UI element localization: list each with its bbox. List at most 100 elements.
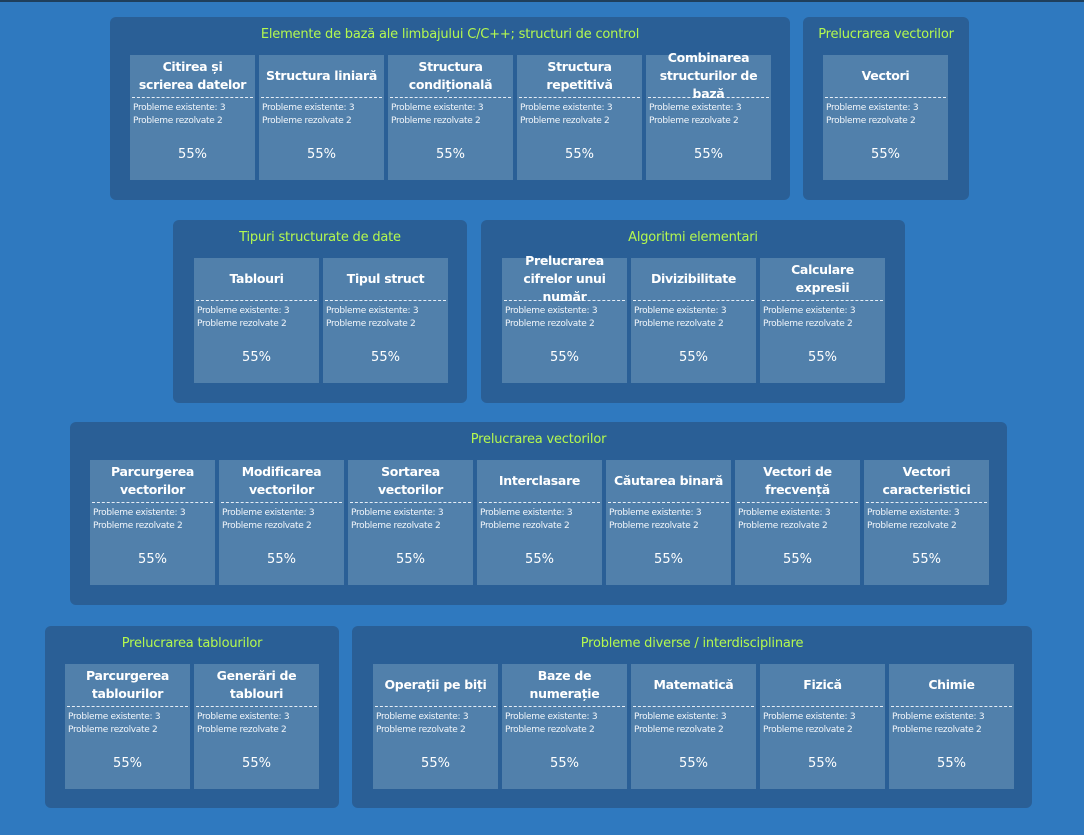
existing-problems-label: Probleme existente: bbox=[391, 103, 478, 113]
existing-problems-line: Probleme existente: 3 bbox=[133, 102, 252, 115]
solved-problems-line: Probleme rezolvate 2 bbox=[649, 115, 768, 128]
progress-percent: 55% bbox=[654, 552, 683, 567]
card-title[interactable]: Fizică bbox=[762, 664, 883, 707]
card-title[interactable]: Generări de tablouri bbox=[196, 664, 317, 707]
solved-problems-label: Probleme rezolvate bbox=[826, 116, 911, 126]
group-title: Algoritmi elementari bbox=[628, 230, 758, 245]
progress-percent: 55% bbox=[565, 147, 594, 162]
progress-percent: 55% bbox=[242, 756, 271, 771]
card-title[interactable]: Tipul struct bbox=[325, 258, 446, 301]
existing-problems-label: Probleme existente: bbox=[197, 306, 284, 316]
card-title[interactable]: Divizibilitate bbox=[633, 258, 754, 301]
progress-percent: 55% bbox=[242, 350, 271, 365]
card-title[interactable]: Structura liniară bbox=[261, 55, 382, 98]
progress-percent: 55% bbox=[694, 147, 723, 162]
solved-problems-count: 2 bbox=[589, 725, 595, 735]
card-title[interactable]: Căutarea binară bbox=[608, 460, 729, 503]
solved-problems-count: 2 bbox=[589, 319, 595, 329]
card-title[interactable]: Structura condițională bbox=[390, 55, 511, 98]
progress-percent: 55% bbox=[371, 350, 400, 365]
existing-problems-count: 3 bbox=[849, 712, 856, 722]
card-title[interactable]: Citirea și scrierea datelor bbox=[132, 55, 253, 98]
group-title: Prelucrarea vectorilor bbox=[818, 27, 954, 42]
card-title[interactable]: Vectori bbox=[825, 55, 946, 98]
existing-problems-label: Probleme existente: bbox=[634, 306, 721, 316]
card-title[interactable]: Calculare expresii bbox=[762, 258, 883, 301]
existing-problems-label: Probleme existente: bbox=[649, 103, 736, 113]
card-title[interactable]: Combinarea structurilor de bază bbox=[648, 50, 769, 101]
existing-problems-count: 3 bbox=[477, 103, 484, 113]
card-title[interactable]: Interclasare bbox=[479, 460, 600, 503]
card-title[interactable]: Operații pe biți bbox=[375, 664, 496, 707]
existing-problems-count: 3 bbox=[283, 306, 290, 316]
solved-problems-label: Probleme rezolvate bbox=[197, 319, 282, 329]
card-title[interactable]: Prelucrarea cifrelor unui număr bbox=[504, 253, 625, 304]
card-title[interactable]: Parcurgerea vectorilor bbox=[92, 460, 213, 503]
existing-problems-label: Probleme existente: bbox=[867, 508, 954, 518]
card-title[interactable]: Parcurgerea tablourilor bbox=[67, 664, 188, 707]
card-title[interactable]: Vectori de frecvență bbox=[737, 460, 858, 503]
solved-problems-count: 2 bbox=[306, 521, 312, 531]
card-title[interactable]: Tablouri bbox=[196, 258, 317, 301]
solved-problems-line: Probleme rezolvate 2 bbox=[262, 115, 381, 128]
progress-percent: 55% bbox=[912, 552, 941, 567]
solved-problems-line: Probleme rezolvate 2 bbox=[763, 318, 882, 331]
solved-problems-count: 2 bbox=[718, 725, 724, 735]
group-title: Prelucrarea vectorilor bbox=[470, 432, 607, 447]
solved-problems-count: 2 bbox=[822, 521, 828, 531]
card-title[interactable]: Structura repetitivă bbox=[519, 55, 640, 98]
existing-problems-line: Probleme existente: 3 bbox=[197, 711, 316, 724]
card-title[interactable]: Matematică bbox=[633, 664, 754, 707]
existing-problems-line: Probleme existente: 3 bbox=[480, 507, 599, 520]
existing-problems-count: 3 bbox=[720, 306, 727, 316]
card-title[interactable]: Vectori caracteristici bbox=[866, 460, 987, 503]
solved-problems-line: Probleme rezolvate 2 bbox=[505, 724, 624, 737]
card-title[interactable]: Sortarea vectorilor bbox=[350, 460, 471, 503]
existing-problems-line: Probleme existente: 3 bbox=[826, 102, 945, 115]
card-title[interactable]: Chimie bbox=[891, 664, 1012, 707]
existing-problems-label: Probleme existente: bbox=[262, 103, 349, 113]
group-title: Tipuri structurate de date bbox=[239, 230, 401, 245]
existing-problems-count: 3 bbox=[720, 712, 727, 722]
card-title[interactable]: Modificarea vectorilor bbox=[221, 460, 342, 503]
card-title[interactable]: Baze de numerație bbox=[504, 664, 625, 707]
existing-problems-line: Probleme existente: 3 bbox=[262, 102, 381, 115]
existing-problems-line: Probleme existente: 3 bbox=[867, 507, 986, 520]
existing-problems-label: Probleme existente: bbox=[93, 508, 180, 518]
